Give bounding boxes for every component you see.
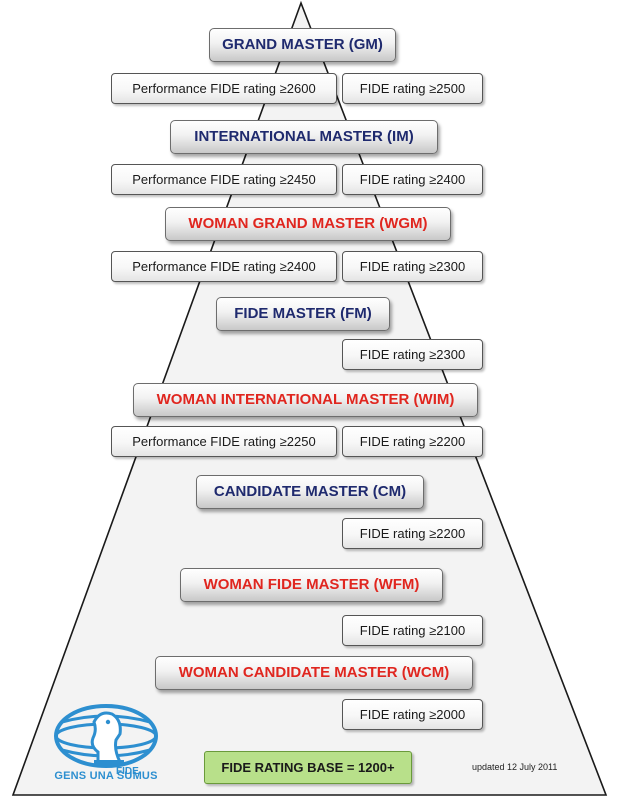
title-fide-master: FIDE MASTER (FM)	[216, 297, 390, 331]
updated-date: updated 12 July 2011	[472, 762, 558, 772]
title-woman-international-master: WOMAN INTERNATIONAL MASTER (WIM)	[133, 383, 478, 417]
req-wgm-rating: FIDE rating ≥2300	[342, 251, 483, 282]
rating-base-box: FIDE RATING BASE = 1200+	[204, 751, 412, 784]
title-woman-fide-master: WOMAN FIDE MASTER (WFM)	[180, 568, 443, 602]
title-candidate-master: CANDIDATE MASTER (CM)	[196, 475, 424, 509]
req-gm-rating: FIDE rating ≥2500	[342, 73, 483, 104]
req-wim-performance: Performance FIDE rating ≥2250	[111, 426, 337, 457]
req-wcm-rating: FIDE rating ≥2000	[342, 699, 483, 730]
chess-knight-globe-icon: FIDE	[54, 704, 158, 777]
req-wfm-rating: FIDE rating ≥2100	[342, 615, 483, 646]
req-wim-rating: FIDE rating ≥2200	[342, 426, 483, 457]
req-fm-rating: FIDE rating ≥2300	[342, 339, 483, 370]
req-im-performance: Performance FIDE rating ≥2450	[111, 164, 337, 195]
req-cm-rating: FIDE rating ≥2200	[342, 518, 483, 549]
logo-motto: GENS UNA SUMUS	[54, 770, 158, 782]
req-gm-performance: Performance FIDE rating ≥2600	[111, 73, 337, 104]
title-woman-candidate-master: WOMAN CANDIDATE MASTER (WCM)	[155, 656, 473, 690]
title-woman-grand-master: WOMAN GRAND MASTER (WGM)	[165, 207, 451, 241]
req-im-rating: FIDE rating ≥2400	[342, 164, 483, 195]
title-grand-master: GRAND MASTER (GM)	[209, 28, 396, 62]
req-wgm-performance: Performance FIDE rating ≥2400	[111, 251, 337, 282]
title-international-master: INTERNATIONAL MASTER (IM)	[170, 120, 438, 154]
logo-text: FIDE	[116, 766, 139, 777]
